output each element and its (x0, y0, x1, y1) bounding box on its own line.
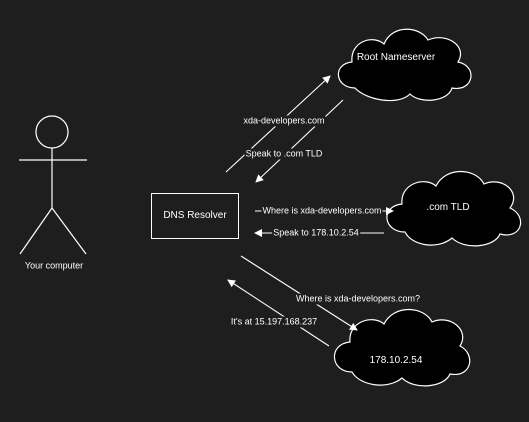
stick-figure-left-leg (19, 207, 53, 255)
your-computer-label: Your computer (24, 260, 84, 271)
auth-server-label: 178.10.2.54 (369, 355, 423, 366)
dns-resolver-box: DNS Resolver (151, 193, 239, 239)
stick-figure-right-leg (51, 207, 87, 255)
arrow-resolver-to-auth (240, 255, 358, 331)
arrow-root-to-resolver (255, 99, 344, 183)
stick-figure (19, 115, 87, 255)
edge-label-to-tld: Where is xda-developers.com (261, 205, 383, 217)
edge-label-from-auth: It's at 15.197.168.237 (229, 316, 319, 328)
dns-resolver-label: DNS Resolver (163, 210, 227, 221)
edge-label-to-root: xda-developers.com (242, 115, 326, 127)
edge-label-to-auth: Where is xda-developers.com? (294, 293, 422, 305)
root-nameserver-label: Root Nameserver (356, 52, 436, 63)
com-tld-cloud (386, 171, 522, 247)
auth-server-cloud (333, 309, 471, 387)
root-nameserver-cloud (337, 28, 472, 102)
edge-label-from-tld: Speak to 178.10.2.54 (272, 227, 360, 239)
edge-label-from-root: Speak to .com TLD (244, 148, 324, 160)
stick-figure-head (35, 115, 69, 149)
com-tld-label: .com TLD (426, 202, 470, 213)
arrow-auth-to-resolver (227, 279, 330, 347)
